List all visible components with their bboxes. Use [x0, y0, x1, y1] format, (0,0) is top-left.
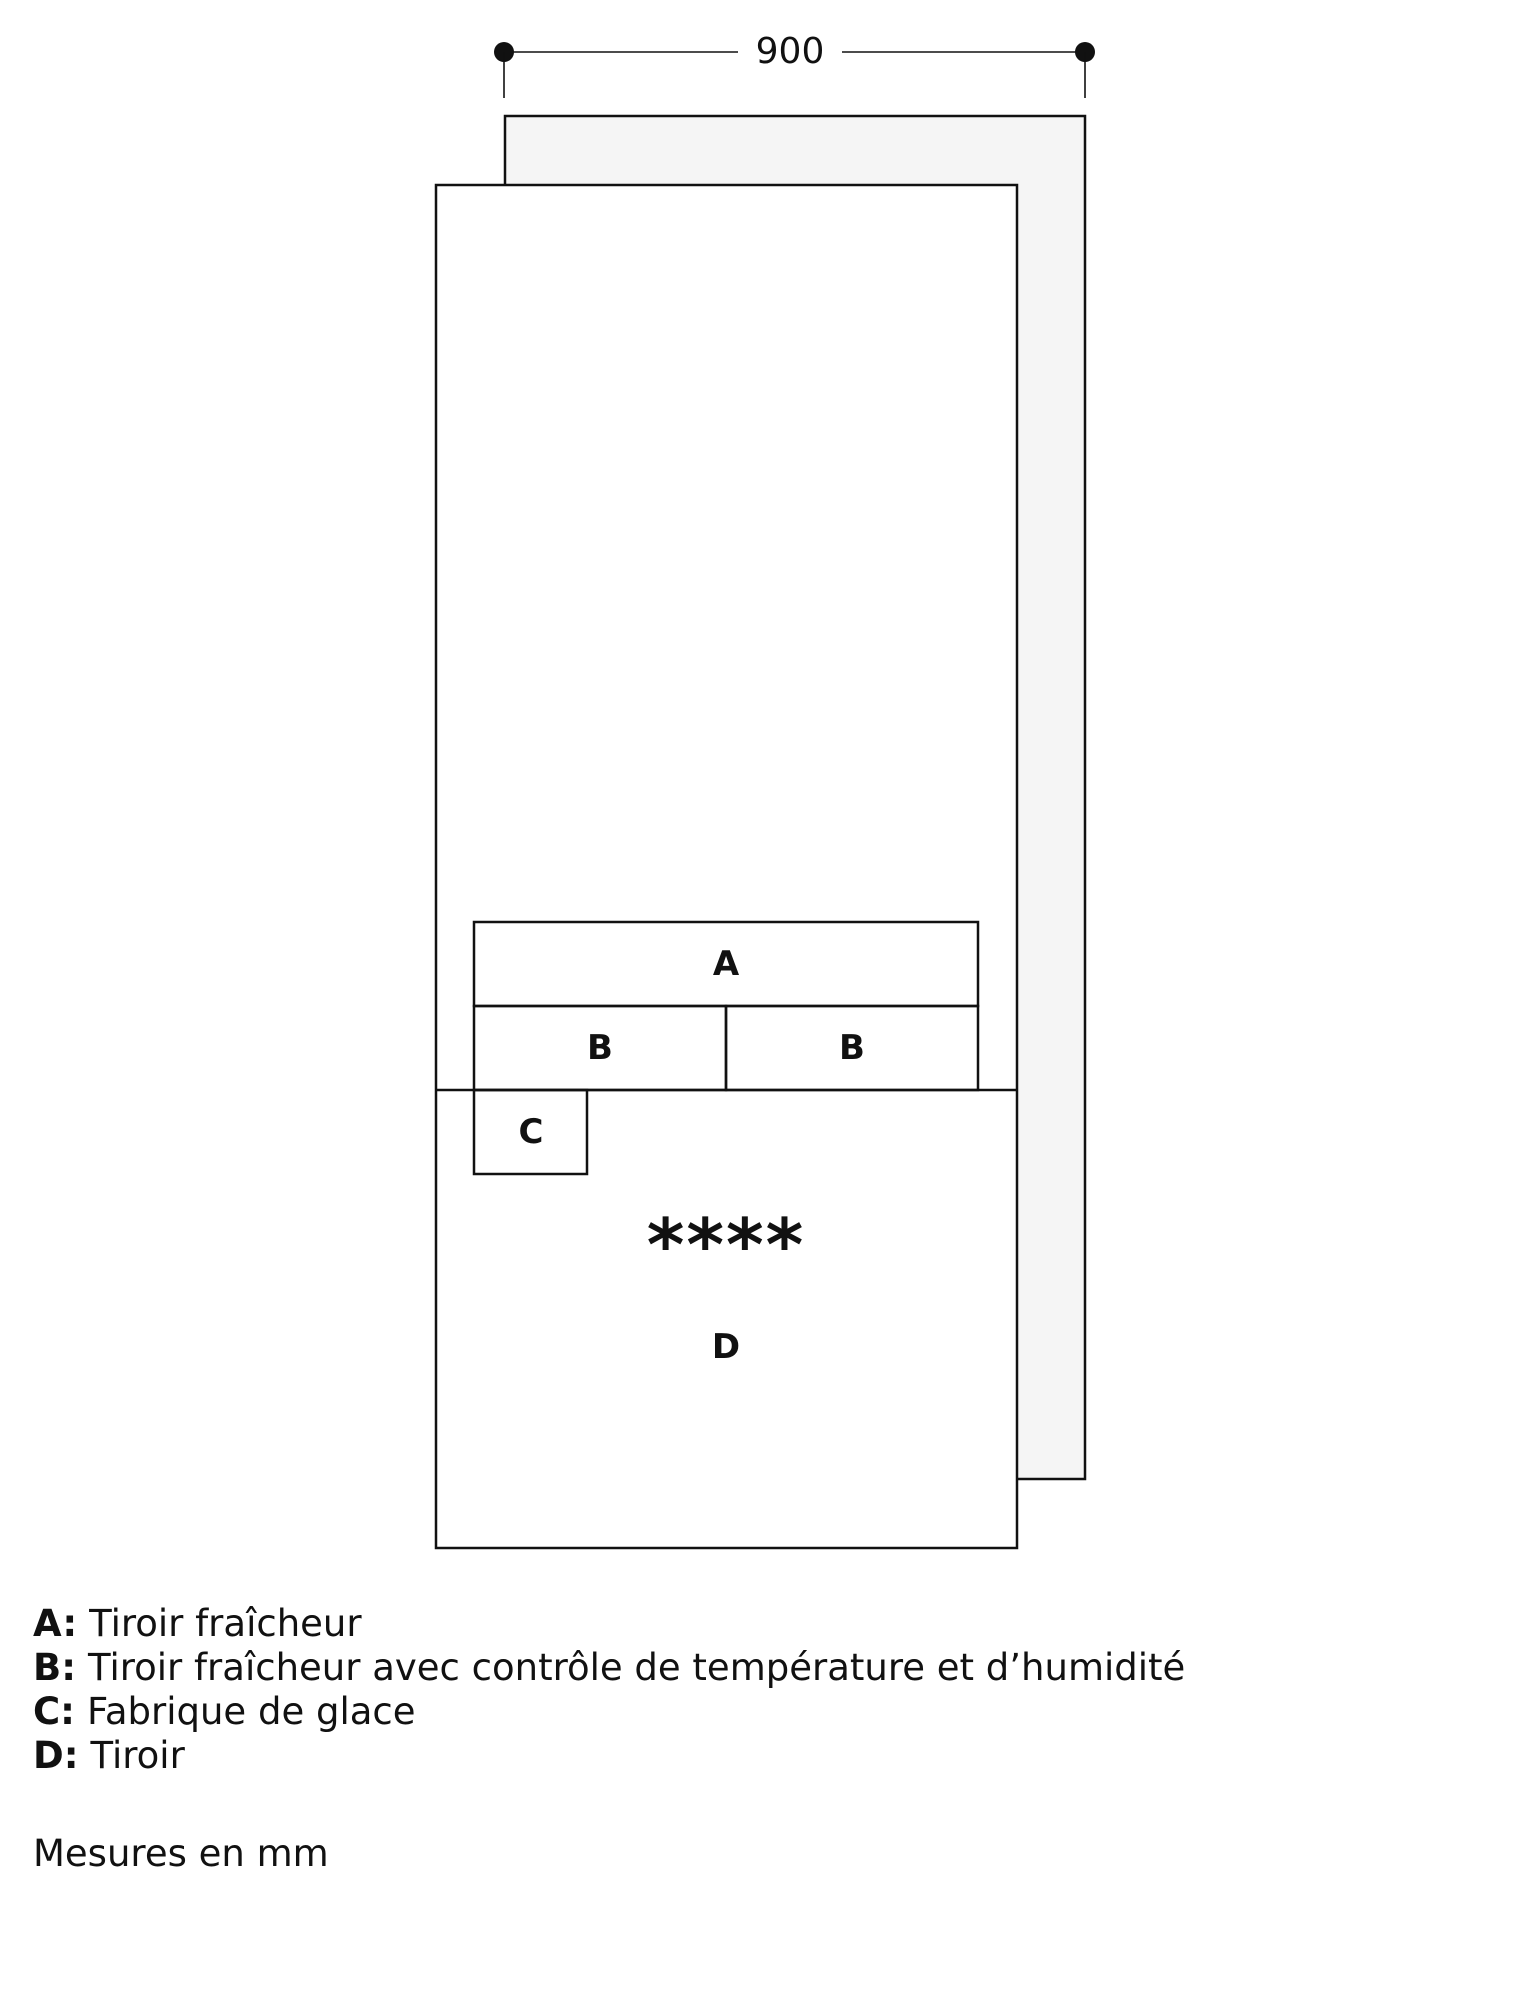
- legend-item-a: A: Tiroir fraîcheur: [33, 1602, 1185, 1646]
- legend-text: Tiroir fraîcheur: [89, 1602, 362, 1645]
- legend-key: D:: [33, 1734, 79, 1777]
- legend-key: B:: [33, 1646, 76, 1689]
- drawer-b-right: [724, 1004, 980, 1092]
- legend-text: Fabrique de glace: [86, 1690, 416, 1733]
- drawer-a-label: A: [713, 944, 740, 984]
- ice-maker-c: [472, 1088, 589, 1176]
- freezer-star-rating: ****: [647, 1203, 806, 1287]
- legend-text: Tiroir: [90, 1734, 185, 1777]
- legend-item-c: C: Fabrique de glace: [33, 1690, 1185, 1734]
- legend-text: Tiroir fraîcheur avec contrôle de tempér…: [88, 1646, 1186, 1689]
- width-dimension: 900: [494, 31, 1095, 98]
- legend-item-d: D: Tiroir: [33, 1734, 1185, 1778]
- legend-key: A:: [33, 1602, 78, 1645]
- drawer-b-left-label: B: [587, 1028, 613, 1068]
- appliance-door: [434, 183, 1019, 1550]
- legend: A: Tiroir fraîcheur B: Tiroir fraîcheur …: [33, 1602, 1185, 1778]
- ice-maker-c-label: C: [519, 1112, 544, 1152]
- legend-item-b: B: Tiroir fraîcheur avec contrôle de tem…: [33, 1646, 1185, 1690]
- units-note: Mesures en mm: [33, 1832, 329, 1875]
- dimension-width-label: 900: [756, 31, 825, 72]
- legend-key: C:: [33, 1690, 75, 1733]
- drawer-b-right-label: B: [839, 1028, 865, 1068]
- drawer-d-label: D: [712, 1327, 740, 1367]
- appliance-diagram: 900 A B B C **** D: [434, 31, 1095, 1550]
